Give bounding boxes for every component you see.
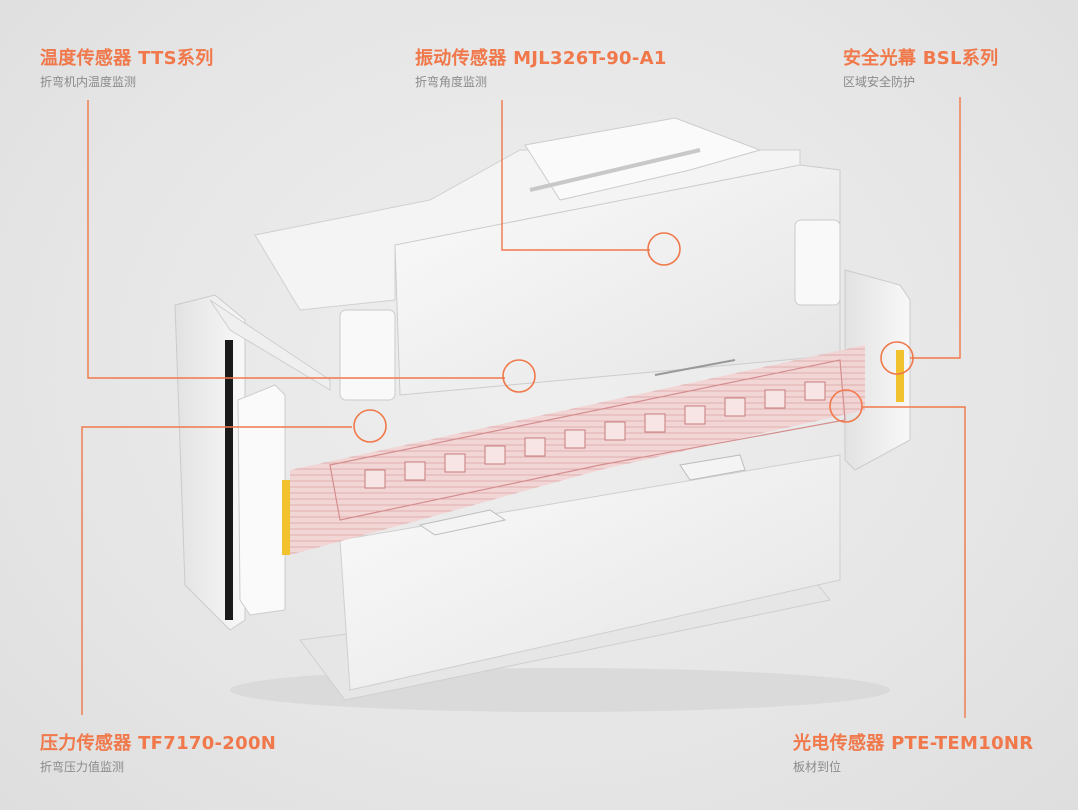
marker-photo xyxy=(829,389,863,423)
right-light-curtain-column xyxy=(896,350,904,402)
left-door-edge xyxy=(225,340,233,620)
right-cylinder xyxy=(794,219,841,306)
callout-pressure-sensor: 压力传感器 TF7170-200N 折弯压力值监测 xyxy=(40,729,276,775)
callout-temperature-sensor: 温度传感器 TTS系列 折弯机内温度监测 xyxy=(40,44,214,90)
callout-title: 压力传感器 TF7170-200N xyxy=(40,733,277,754)
left-cylinder xyxy=(339,309,396,401)
callout-title: 振动传感器 MJL326T-90-A1 xyxy=(415,48,667,69)
marker-pressure xyxy=(353,409,387,443)
leader-lines xyxy=(81,97,966,718)
callout-title: 温度传感器 TTS系列 xyxy=(40,48,214,69)
top-rail xyxy=(529,148,701,192)
marker-temperature xyxy=(502,359,536,393)
marker-vibration xyxy=(647,232,681,266)
front-support-arm-left xyxy=(418,509,507,536)
callout-subtitle: 折弯机内温度监测 xyxy=(40,75,137,89)
callout-safety-light-curtain: 安全光幕 BSL系列 区域安全防护 xyxy=(843,44,998,90)
callout-vibration-sensor: 振动传感器 MJL326T-90-A1 折弯角度监测 xyxy=(415,44,667,90)
marker-safety xyxy=(880,341,914,375)
left-side-frame xyxy=(174,294,246,631)
callout-photoelectric-sensor: 光电传感器 PTE-TEM10NR 板材到位 xyxy=(793,729,1033,775)
sensor-markers xyxy=(353,232,914,443)
ram-slot xyxy=(654,359,736,376)
tool-clamps xyxy=(364,381,826,489)
die-rail xyxy=(329,359,846,521)
light-curtain-field xyxy=(290,345,865,555)
callout-title: 光电传感器 PTE-TEM10NR xyxy=(793,733,1034,754)
leader-temperature xyxy=(87,100,505,379)
callout-subtitle: 折弯角度监测 xyxy=(415,75,488,89)
leader-vibration xyxy=(501,100,650,251)
callout-subtitle: 板材到位 xyxy=(793,760,842,774)
hydraulic-frame xyxy=(524,117,762,201)
left-top-bracket xyxy=(209,299,331,391)
front-support-arm-right xyxy=(679,454,746,481)
callout-subtitle: 折弯压力值监测 xyxy=(40,760,125,774)
right-side-frame xyxy=(844,269,911,471)
leader-pressure xyxy=(81,426,352,715)
callout-title: 安全光幕 BSL系列 xyxy=(843,48,999,69)
leader-safety xyxy=(910,97,961,359)
leader-photo xyxy=(862,406,966,718)
left-light-curtain-column xyxy=(282,480,290,555)
lower-bed xyxy=(339,454,841,691)
callout-subtitle: 区域安全防护 xyxy=(843,75,916,89)
left-guard-door xyxy=(237,384,286,616)
